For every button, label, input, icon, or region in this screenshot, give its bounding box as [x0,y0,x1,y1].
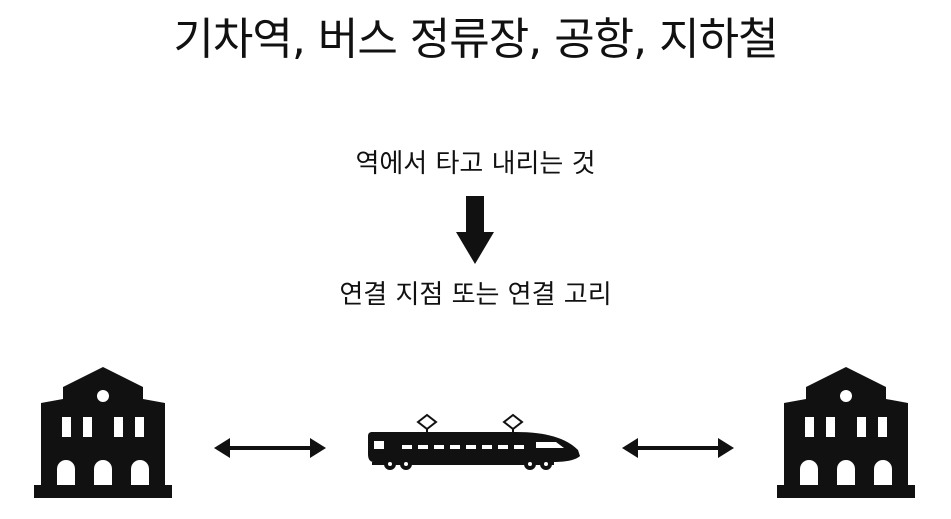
double-arrow-icon [622,438,734,458]
station-building-icon [777,367,915,498]
page-title: 기차역, 버스 정류장, 공항, 지하철 [173,14,778,65]
down-arrow-icon [456,196,494,264]
train-icon [368,413,580,470]
caption-bottom: 연결 지점 또는 연결 고리 [339,280,612,310]
caption-top: 역에서 타고 내리는 것 [355,149,596,179]
station-building-icon [34,367,172,498]
double-arrow-icon [214,438,326,458]
